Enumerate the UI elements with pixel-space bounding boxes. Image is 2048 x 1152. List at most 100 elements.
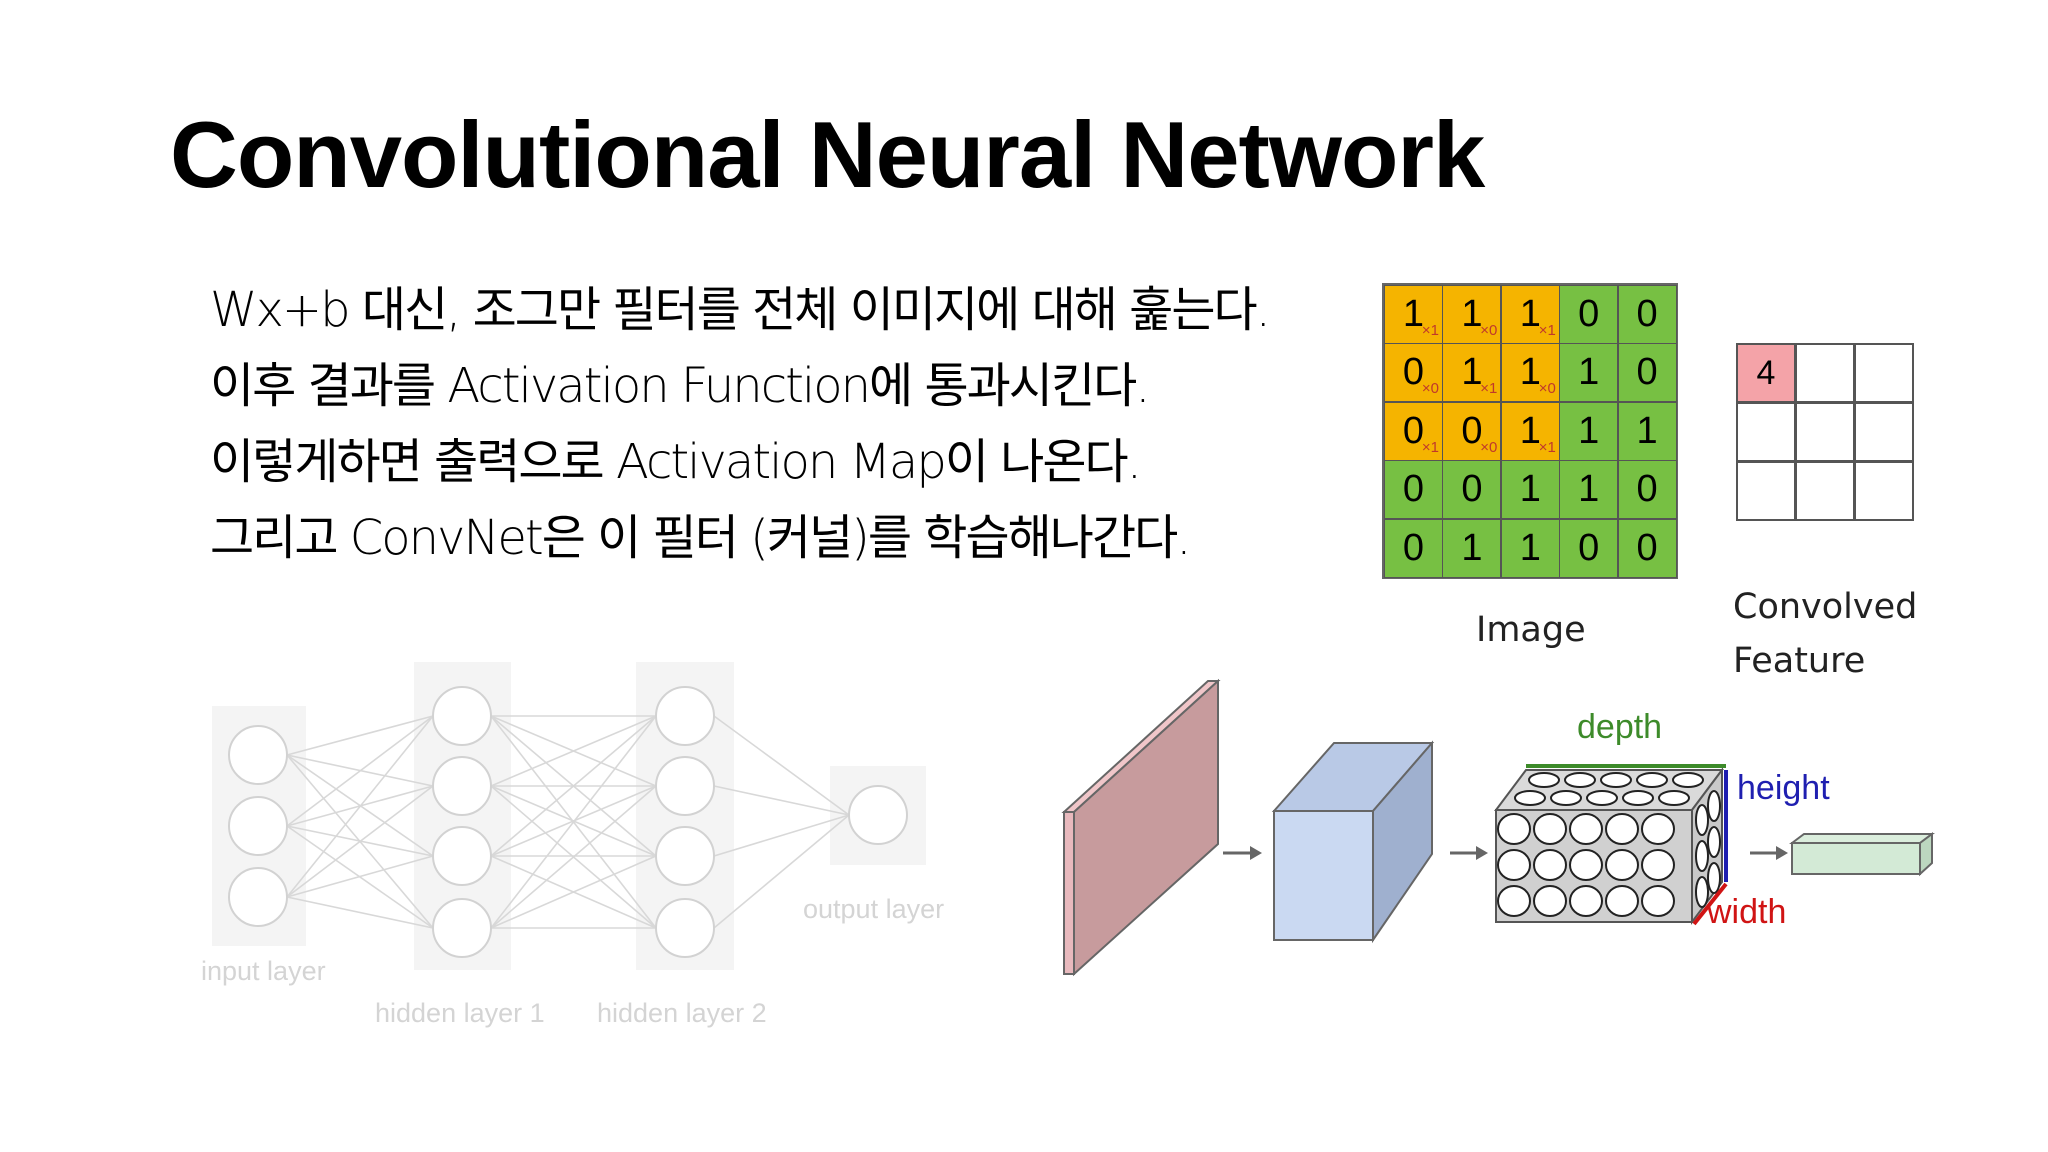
- image-cell-value: 0: [1402, 526, 1425, 569]
- image-cell-value: 0: [1578, 293, 1600, 335]
- neuron-circle: [1533, 813, 1567, 845]
- image-cell-value: 0: [1636, 351, 1658, 394]
- nn-node: [655, 756, 715, 816]
- nn-node: [432, 756, 492, 816]
- nn-edge: [490, 785, 657, 929]
- neuron-circle: [1564, 772, 1596, 788]
- neuron-circle: [1658, 790, 1690, 806]
- neuron-circle: [1497, 885, 1531, 917]
- nn-edge: [713, 785, 850, 816]
- neuron-circle: [1636, 772, 1668, 788]
- nn-edge: [490, 715, 657, 929]
- neuron-circle: [1569, 885, 1603, 917]
- kernel-weight: ×0: [1480, 322, 1498, 339]
- image-cell-value: 0: [1402, 468, 1425, 511]
- image-cell: 0×1: [1384, 401, 1443, 461]
- neuron-circle: [1533, 885, 1567, 917]
- nn-node: [432, 898, 492, 958]
- width-label: width: [1706, 893, 1786, 931]
- input-layer-label: input layer: [201, 956, 326, 986]
- image-cell-value: 1: [1461, 351, 1483, 394]
- convolved-cell: [1736, 402, 1796, 462]
- image-cell: 1: [1442, 518, 1502, 578]
- image-cell-value: 1: [1578, 409, 1600, 452]
- neuron-circle: [1695, 840, 1709, 872]
- nn-node: [655, 826, 715, 886]
- convolved-grid: 4: [1736, 343, 1914, 521]
- image-cell: 0: [1617, 460, 1677, 520]
- neuron-circle: [1586, 790, 1618, 806]
- image-cell: 1: [1559, 401, 1619, 461]
- neuron-circle: [1550, 790, 1582, 806]
- cnn-volume-diagram: depth height width: [1061, 678, 1935, 977]
- neuron-circle: [1569, 849, 1603, 881]
- image-cell: 0: [1617, 518, 1677, 578]
- nn-node: [655, 898, 715, 958]
- convolved-cell: [1795, 402, 1855, 462]
- nn-node: [432, 826, 492, 886]
- image-cell-value: 1: [1519, 351, 1541, 394]
- convolved-cell: [1854, 461, 1914, 521]
- body-text: Wx+b 대신, 조그만 필터를 전체 이미지에 대해 훑는다. 이후 결과를 …: [210, 272, 1271, 576]
- nn-node: [228, 867, 288, 927]
- nn-edge: [286, 785, 434, 898]
- image-cell: 1: [1617, 401, 1677, 461]
- body-line-3: 이렇게하면 출력으로 Activation Map이 나온다.: [210, 434, 1142, 490]
- nn-edge: [286, 896, 434, 929]
- convolved-cell: 4: [1736, 343, 1796, 403]
- image-cell-value: 1: [1578, 468, 1600, 511]
- image-cell: 1×1: [1500, 401, 1560, 461]
- input-volume: [1061, 678, 1221, 977]
- kernel-weight: ×0: [1480, 438, 1498, 456]
- image-cell-value: 0: [1402, 409, 1425, 452]
- nn-edge: [490, 715, 657, 787]
- height-label: height: [1737, 769, 1830, 807]
- neuron-circle: [1641, 885, 1675, 917]
- neuron-circle: [1641, 849, 1675, 881]
- neuron-circle: [1707, 826, 1721, 858]
- hidden-layer-2-label: hidden layer 2: [597, 998, 767, 1028]
- slide-title: Convolutional Neural Network: [170, 102, 1485, 207]
- neuron-circle: [1497, 849, 1531, 881]
- neuron-circle: [1605, 849, 1639, 881]
- nn-edge: [713, 715, 850, 816]
- output-volume: [1789, 832, 1935, 877]
- neuron-circle: [1497, 813, 1531, 845]
- image-cell-value: 0: [1578, 526, 1600, 569]
- convolved-cell: [1854, 343, 1914, 403]
- image-cell: 0×0: [1384, 343, 1443, 403]
- neuron-circle: [1569, 813, 1603, 845]
- image-cell-value: 0: [1461, 468, 1483, 511]
- image-cell-value: 0: [1636, 526, 1658, 569]
- image-cell-value: 0: [1636, 468, 1658, 511]
- convolved-cell: [1736, 461, 1796, 521]
- image-cell: 1: [1500, 518, 1560, 578]
- image-label: Image: [1476, 610, 1586, 650]
- neuron-circle: [1514, 790, 1546, 806]
- arrow-icon: [1223, 846, 1262, 860]
- neuron-circle: [1622, 790, 1654, 806]
- neuron-circle: [1695, 876, 1709, 908]
- nn-node: [848, 785, 908, 845]
- nn-edge: [286, 715, 434, 898]
- image-cell-value: 1: [1519, 468, 1541, 511]
- nn-edge: [490, 855, 657, 929]
- neuron-circle: [1672, 772, 1704, 788]
- width-edge: [1692, 882, 1728, 926]
- neuron-circle: [1641, 813, 1675, 845]
- image-cell: 1×1: [1442, 343, 1502, 403]
- hidden-layer-1-label: hidden layer 1: [375, 998, 545, 1028]
- image-cell: 0: [1559, 285, 1619, 344]
- kernel-weight: ×1: [1421, 322, 1439, 339]
- nn-node: [655, 686, 715, 746]
- image-cell: 1: [1500, 460, 1560, 520]
- nn-edge: [286, 855, 434, 898]
- image-cell: 0: [1384, 460, 1443, 520]
- nn-node: [228, 796, 288, 856]
- image-cell-value: 1: [1461, 293, 1483, 335]
- kernel-weight: ×1: [1538, 322, 1556, 339]
- neuron-circle: [1600, 772, 1632, 788]
- nn-edge: [286, 715, 434, 756]
- nn-edge: [490, 715, 657, 857]
